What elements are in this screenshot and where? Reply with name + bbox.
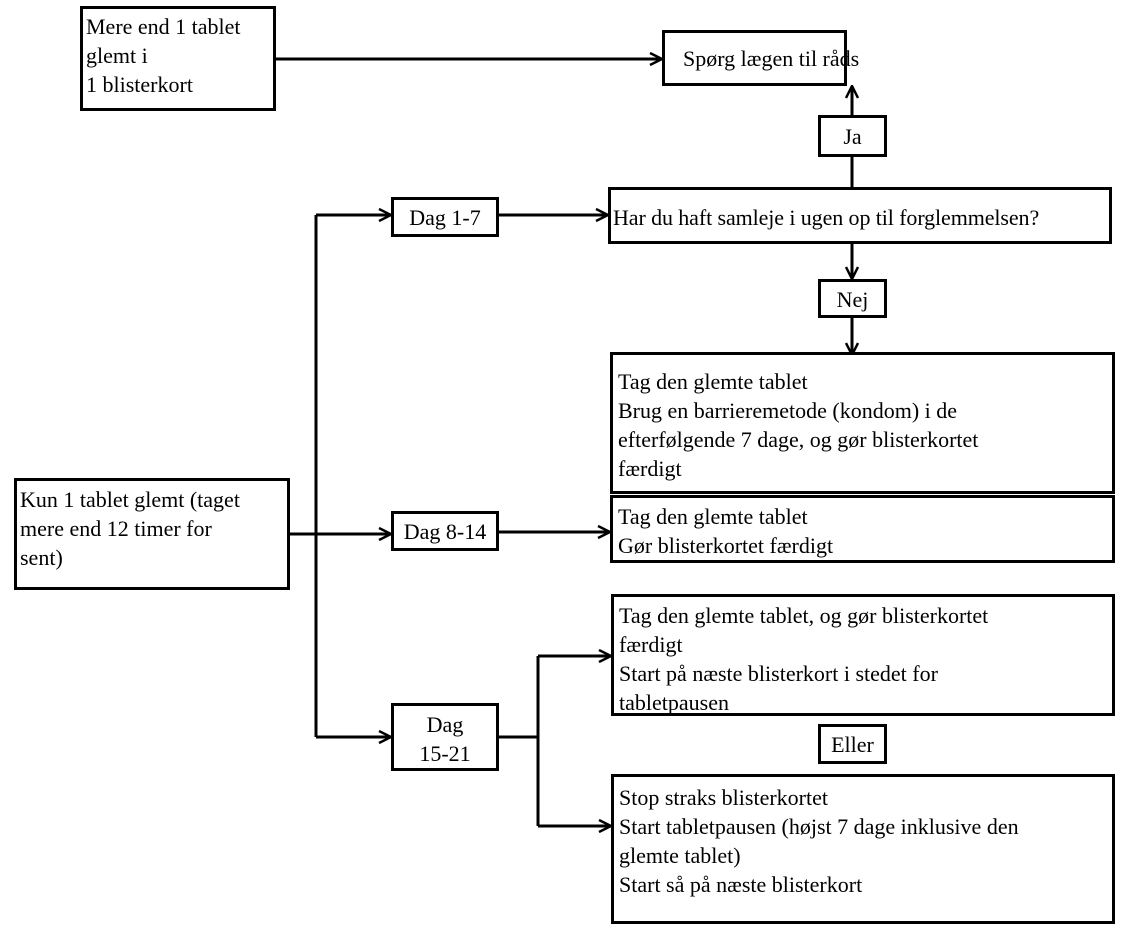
node-text-line: 15-21: [419, 741, 471, 766]
node-text-line: Nej: [836, 287, 869, 312]
node-text-line: mere end 12 timer for: [20, 516, 212, 541]
node-text-line: 1 blisterkort: [86, 72, 193, 97]
node-text-line: sent): [20, 545, 63, 570]
node-text-line: Brug en barrieremetode (kondom) i de: [618, 398, 958, 423]
node-text-line: Start på næste blisterkort i stedet for: [619, 661, 938, 686]
node-text-line: Kun 1 tablet glemt (taget: [20, 487, 240, 512]
node-eller: Eller: [818, 724, 887, 764]
node-text-line: Gør blisterkortet færdigt: [618, 533, 834, 558]
node-text-line: Dag 8-14: [403, 519, 487, 544]
node-text-line: Stop straks blisterkortet: [619, 785, 828, 810]
node-dag-1-7: Dag 1-7: [391, 197, 499, 237]
node-text-line: Ja: [843, 124, 862, 149]
node-only-one-forgotten: Kun 1 tablet glemt (taget mere end 12 tim…: [14, 478, 290, 590]
node-text-line: Tag den glemte tablet: [618, 369, 808, 394]
node-nej: Nej: [818, 279, 887, 318]
node-text-line: Dag 1-7: [409, 205, 481, 230]
node-more-than-one-forgotten: Mere end 1 tablet glemt i 1 blisterkort: [80, 6, 276, 111]
node-dag-15-21: Dag 15-21: [391, 703, 499, 771]
node-ask-doctor: Spørg lægen til råds: [662, 30, 860, 86]
node-text-line: Mere end 1 tablet: [86, 14, 241, 39]
node-text-line: efterfølgende 7 dage, og gør blisterkort…: [618, 427, 979, 452]
node-action-day-15-21-option-a: Tag den glemte tablet, og gør blisterkor…: [611, 594, 1115, 716]
node-text-line: Har du haft samleje i ugen op til forgle…: [613, 205, 1040, 230]
node-text-line: tabletpausen: [619, 690, 729, 715]
node-text-line: Eller: [831, 732, 874, 757]
node-text-line: Spørg lægen til råds: [683, 46, 860, 71]
node-text-line: Dag: [426, 712, 464, 737]
node-text-line: Start så på næste blisterkort: [619, 872, 863, 897]
node-text-line: Tag den glemte tablet: [618, 504, 808, 529]
node-text-line: færdigt: [619, 632, 683, 657]
node-ja: Ja: [818, 115, 887, 157]
node-text-line: glemt i: [86, 43, 148, 68]
node-text-line: glemte tablet): [619, 843, 741, 868]
node-text-line: Tag den glemte tablet, og gør blisterkor…: [619, 603, 989, 628]
node-text-line: Start tabletpausen (højst 7 dage inklusi…: [619, 814, 1019, 839]
node-dag-8-14: Dag 8-14: [391, 511, 499, 551]
node-question-intercourse: Har du haft samleje i ugen op til forgle…: [608, 187, 1112, 244]
node-text-line: færdigt: [618, 456, 682, 481]
